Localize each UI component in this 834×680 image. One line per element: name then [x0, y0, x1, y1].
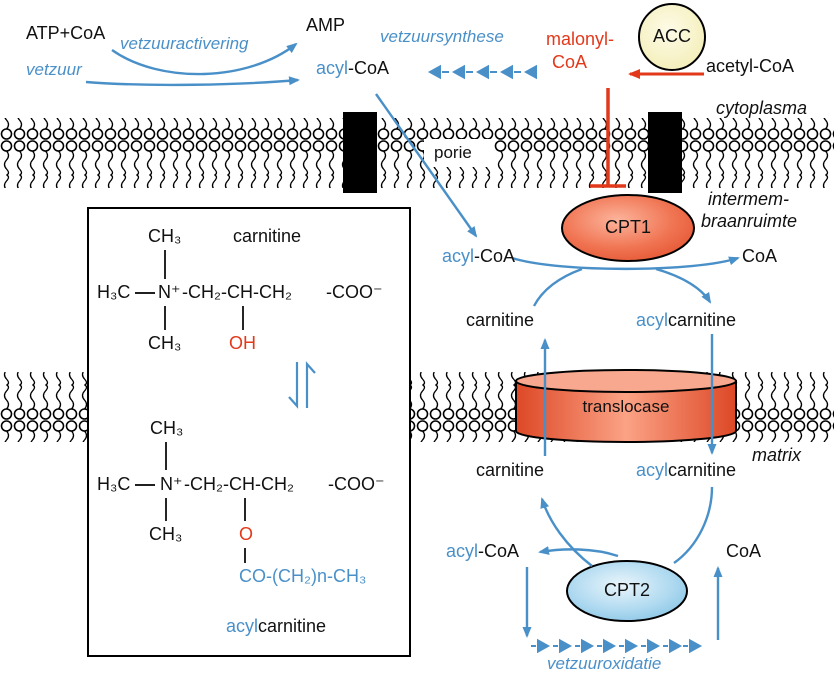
- acylcarnitine-to-cpt2-arc: [673, 486, 714, 564]
- cpt1-to-acylcarnitine-arrow: [655, 267, 712, 304]
- s1-h3c: H₃C: [97, 282, 131, 302]
- translocase-label: translocase: [582, 397, 670, 416]
- s2-coo: -COO⁻: [328, 474, 385, 494]
- coa-label-matrix: CoA: [726, 541, 762, 561]
- porie-label: porie: [434, 143, 472, 162]
- matrix-label: matrix: [752, 445, 801, 465]
- coa-label-ims: CoA: [742, 246, 778, 266]
- acyl-prefix: acyl: [446, 541, 479, 561]
- porie-arrow: [375, 93, 478, 238]
- acylcarnitine-label-ims: acylcarnitine: [636, 310, 736, 331]
- acyl-prefix: acyl: [636, 310, 669, 330]
- s2-h3c: H₃C: [97, 474, 131, 494]
- acylcarnitine-bonds: [135, 442, 246, 563]
- cytoplasma-label: cytoplasma: [716, 98, 808, 118]
- acyl-prefix: acyl: [316, 58, 349, 78]
- s2-ch3-bottom: CH₃: [149, 524, 183, 544]
- coa-suffix: -CoA: [478, 541, 520, 561]
- vetzuur-to-acylcoa-arrow: [85, 76, 300, 87]
- malonyl-coa-label-line2: CoA: [552, 52, 588, 72]
- carnitine-suffix: carnitine: [668, 310, 737, 330]
- translocase-top-shape: [515, 369, 737, 393]
- s2-chain: -CH₂-CH-CH₂: [184, 474, 294, 494]
- vetzuursynthese-arrows: [427, 64, 537, 80]
- acyl-prefix: acyl: [636, 460, 669, 480]
- carnitine-join-arc: [532, 267, 583, 307]
- s2-acyl-chain: CO-(CH₂)n-CH₃: [239, 566, 367, 586]
- atp-coa-label: ATP+CoA: [26, 23, 106, 43]
- cpt2-to-acylcoa-arrow: [538, 546, 619, 558]
- acylcarnitine-label-matrix: acylcarnitine: [636, 460, 736, 481]
- s2-o: O: [239, 524, 254, 544]
- amp-label: AMP: [306, 15, 346, 35]
- cpt2-to-carnitine-arrow: [540, 497, 593, 567]
- s1-chain: -CH₂-CH-CH₂: [182, 282, 292, 302]
- s1-ch3-bottom: CH₃: [148, 333, 182, 353]
- s1-coo: -COO⁻: [326, 282, 383, 302]
- carnitine-bonds: [135, 250, 244, 330]
- carnitine-suffix: carnitine: [258, 616, 327, 636]
- coa-suffix: -CoA: [348, 58, 390, 78]
- atp-to-amp-arc: [111, 42, 298, 76]
- intermembrane-label-line2: braanruimte: [701, 211, 798, 231]
- porie-label-backing: [424, 139, 494, 167]
- acyl-coa-label-ims: acyl-CoA: [442, 246, 515, 267]
- pathway-arrows: [85, 42, 740, 640]
- vetzuuroxidatie-arrows: [531, 638, 703, 654]
- carnitine-label-matrix: carnitine: [476, 460, 545, 480]
- regulation-arrows: [590, 69, 704, 188]
- s1-ch3-top: CH₃: [148, 226, 182, 246]
- acyl-prefix: acyl: [442, 246, 475, 266]
- acylcarnitine-structure-label: acylcarnitine: [226, 616, 326, 637]
- acetyl-coa-label: acetyl-CoA: [706, 56, 795, 76]
- acyl-coa-label-matrix: acyl-CoA: [446, 541, 519, 562]
- cpt1-enzyme-shape: [561, 194, 695, 262]
- acc-enzyme-shape: [638, 3, 706, 71]
- structure-box: [87, 207, 411, 657]
- cpt2-enzyme-shape: [566, 560, 688, 622]
- s2-n-plus: N⁺: [160, 474, 183, 494]
- s1-oh: OH: [229, 333, 256, 353]
- translocase-body-shape: [515, 380, 737, 443]
- vetzuuroxidatie-label: vetzuuroxidatie: [547, 654, 662, 673]
- acyl-coa-label-top: acyl-CoA: [316, 58, 389, 79]
- carnitine-structure-title: carnitine: [233, 226, 302, 246]
- malonyl-coa-label-line1: malonyl-: [546, 29, 615, 49]
- cpt1-label: CPT1: [604, 217, 651, 237]
- coa-suffix: -CoA: [474, 246, 516, 266]
- equilibrium-arrows: [288, 361, 316, 409]
- vetzuursynthese-label: vetzuursynthese: [380, 27, 504, 46]
- acyl-prefix: acyl: [226, 616, 259, 636]
- carnitine-suffix: carnitine: [668, 460, 737, 480]
- membrane-protein: [648, 112, 682, 193]
- intermembrane-label-line1: intermem-: [708, 189, 790, 209]
- pore-protein: [343, 112, 377, 193]
- vetzuur-label: vetzuur: [26, 60, 82, 79]
- acc-label: ACC: [652, 26, 691, 46]
- s2-ch3-top: CH₃: [150, 418, 184, 438]
- s1-n-plus: N⁺: [158, 282, 181, 302]
- carnitine-label-ims: carnitine: [466, 310, 535, 330]
- cpt2-label: CPT2: [603, 580, 650, 600]
- cpt1-acylcoa-to-coa-arrow: [511, 256, 740, 271]
- vetzuuractivering-label: vetzuuractivering: [120, 34, 249, 53]
